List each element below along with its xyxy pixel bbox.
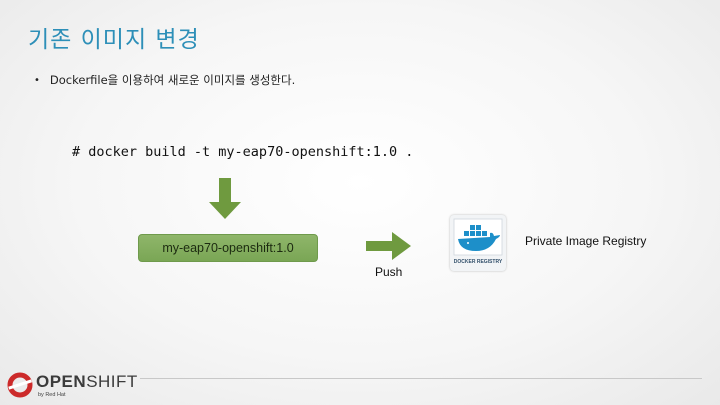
openshift-logo: OPENSHIFT by Red Hat <box>6 370 146 402</box>
openshift-brand: OPENSHIFT <box>36 372 138 392</box>
registry-logo-text: DOCKER REGISTRY <box>453 259 503 265</box>
docker-whale-icon <box>453 218 503 256</box>
footer-divider <box>140 378 702 379</box>
brand-open: OPEN <box>36 372 87 391</box>
docker-build-command: # docker build -t my-eap70-openshift:1.0… <box>72 144 414 160</box>
down-arrow-icon <box>209 178 241 219</box>
docker-registry-icon: DOCKER REGISTRY <box>450 215 506 271</box>
right-arrow-icon <box>366 232 411 260</box>
slide-title: 기존 이미지 변경 <box>28 27 200 53</box>
bullet-item: • Dockerfile을 이용하여 새로운 이미지를 생성한다. <box>34 72 295 88</box>
bullet-dot: • <box>34 74 40 86</box>
bullet-text: Dockerfile을 이용하여 새로운 이미지를 생성한다. <box>49 73 296 87</box>
openshift-logo-icon <box>7 372 33 398</box>
push-label: Push <box>375 265 403 279</box>
registry-label: Private Image Registry <box>525 234 647 248</box>
image-name-box: my-eap70-openshift:1.0 <box>138 234 318 262</box>
image-name-label: my-eap70-openshift:1.0 <box>162 241 294 255</box>
brand-shift: SHIFT <box>86 372 138 391</box>
openshift-subtitle: by Red Hat <box>38 392 66 398</box>
